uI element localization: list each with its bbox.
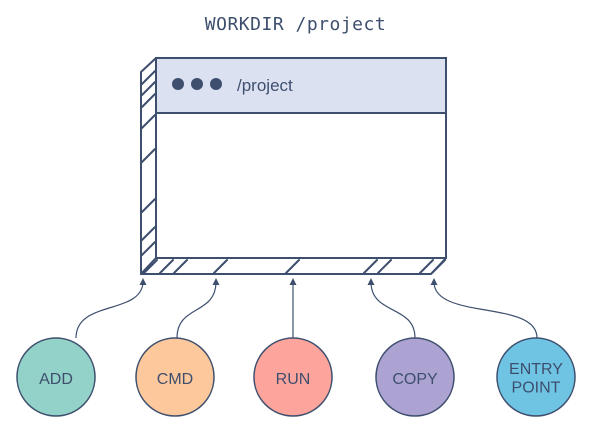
instruction-label: CMD bbox=[157, 371, 193, 388]
window-hatching bbox=[141, 70, 446, 274]
instruction-circle bbox=[375, 337, 455, 417]
instruction-run: RUN bbox=[253, 337, 333, 417]
window-dot-icon bbox=[210, 78, 222, 90]
instruction-copy: COPY bbox=[375, 337, 455, 417]
connector-entrypoint bbox=[433, 282, 538, 339]
arrow-up-icon bbox=[139, 278, 147, 285]
arrow-up-icon bbox=[430, 278, 438, 285]
instruction-label: ADD bbox=[39, 371, 73, 388]
connector-cmd bbox=[176, 282, 217, 339]
workdir-title: WORKDIR /project bbox=[204, 14, 387, 35]
window-titlebar bbox=[155, 57, 447, 114]
connectors bbox=[75, 282, 538, 339]
arrow-up-icon bbox=[367, 278, 375, 285]
instruction-circle bbox=[16, 337, 96, 417]
arrow-up-icon bbox=[212, 278, 220, 285]
arrow-up-icon bbox=[289, 278, 297, 285]
instruction-circle bbox=[135, 337, 215, 417]
instruction-label: COPY bbox=[392, 371, 438, 388]
instruction-add: ADD bbox=[16, 337, 96, 417]
instruction-label-line: POINT bbox=[512, 379, 561, 396]
window-dot-icon bbox=[172, 78, 184, 90]
window-path-label: /project bbox=[237, 76, 293, 95]
instruction-label-line: ENTRY bbox=[509, 361, 563, 378]
window-dot-icon bbox=[191, 78, 203, 90]
instruction-cmd: CMD bbox=[135, 337, 215, 417]
instruction-label: RUN bbox=[276, 371, 311, 388]
connector-add bbox=[75, 282, 144, 339]
terminal-window: /project bbox=[155, 57, 447, 259]
arrowheads bbox=[139, 278, 438, 285]
instruction-circle bbox=[496, 337, 576, 417]
connector-copy bbox=[370, 282, 416, 339]
instruction-circle bbox=[253, 337, 333, 417]
